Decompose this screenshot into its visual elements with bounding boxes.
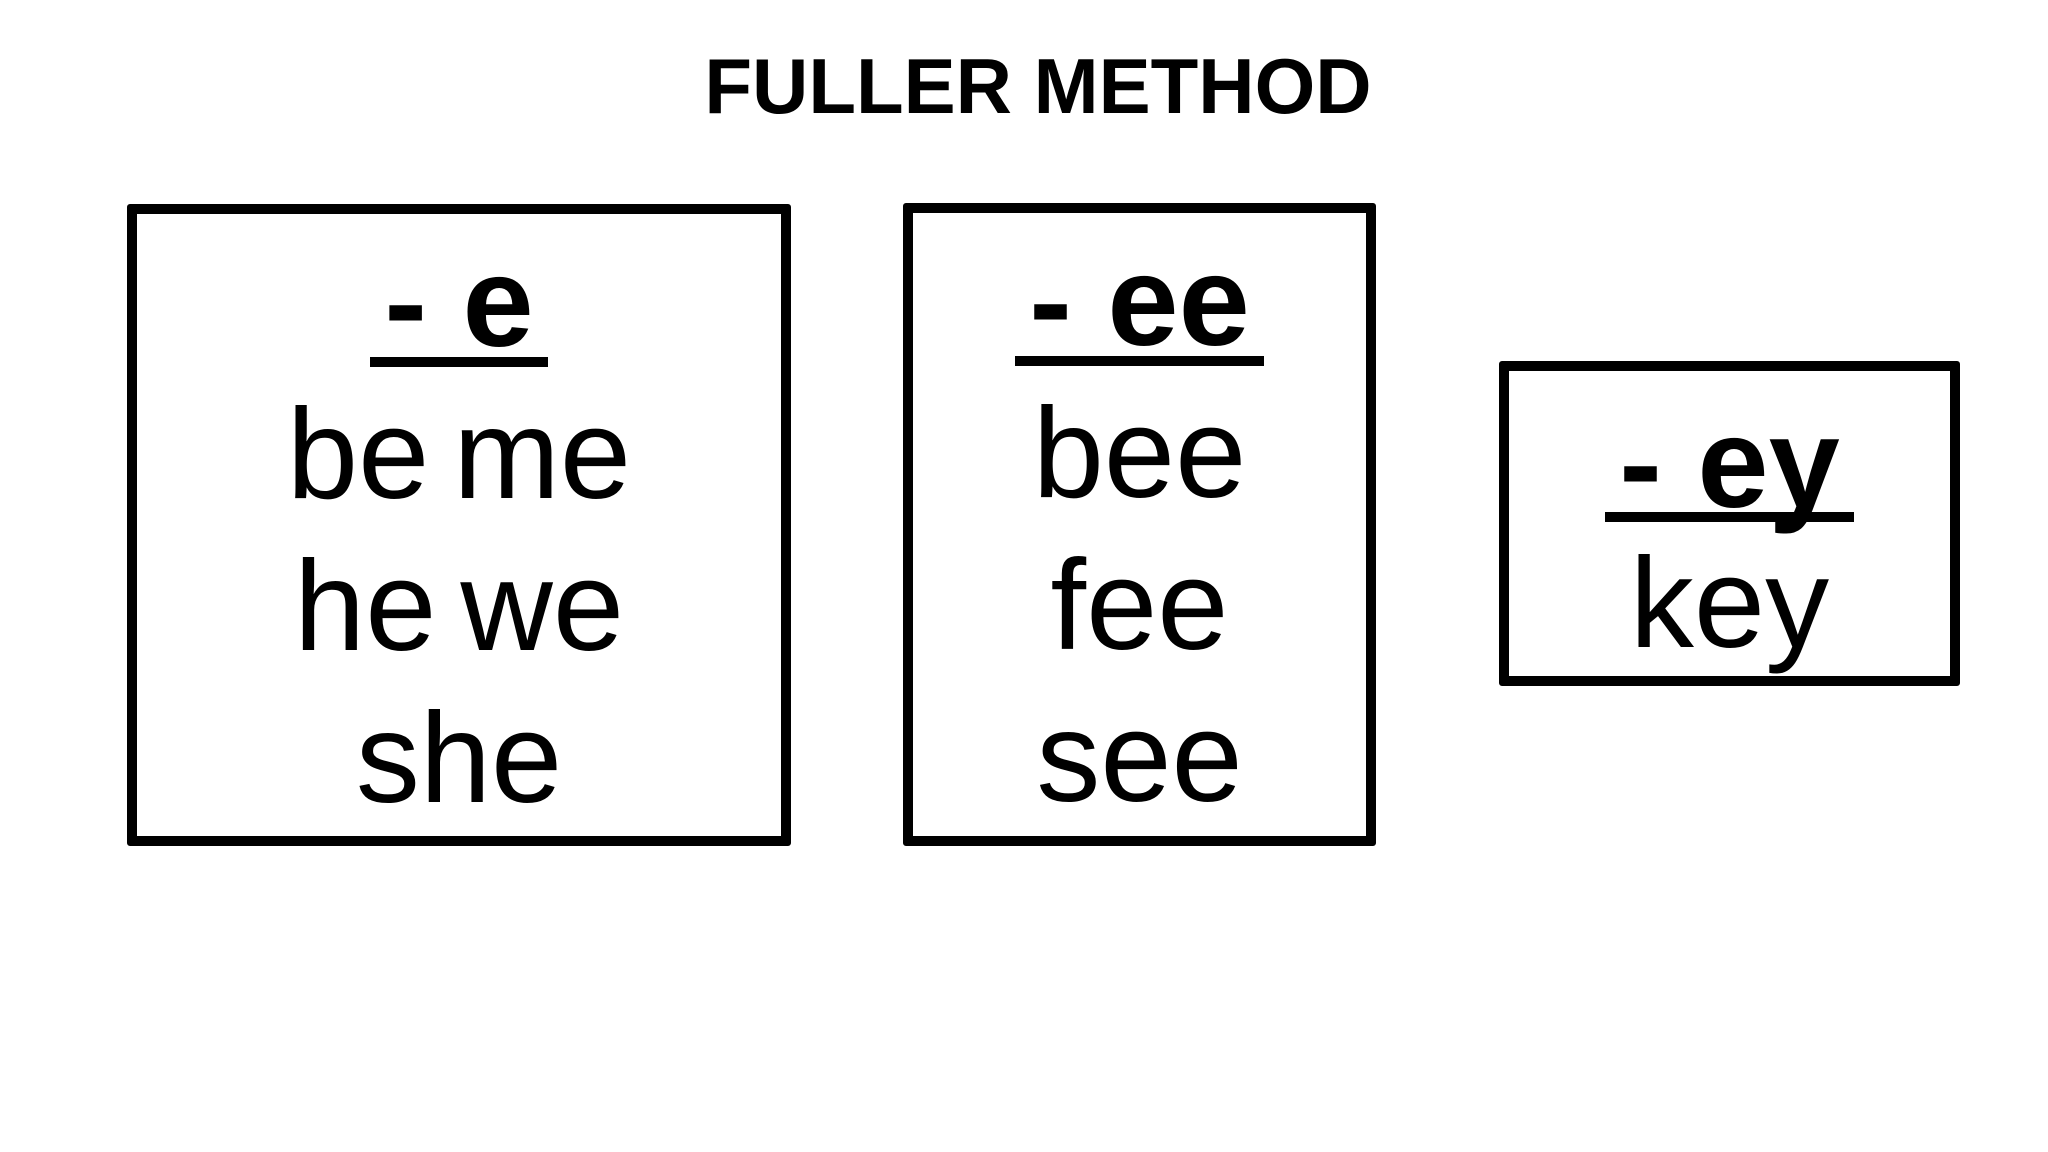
word: bee	[1032, 381, 1247, 525]
word: be	[286, 382, 430, 526]
word: key	[1629, 531, 1830, 675]
card-heading-line: - ee	[913, 225, 1366, 377]
card-heading-line: - e	[137, 226, 781, 378]
word-family-card-e: - e be me he we she	[127, 204, 791, 846]
word: he	[294, 534, 437, 678]
card-heading: - e	[370, 229, 549, 376]
word-line: she	[137, 682, 781, 834]
word: me	[453, 382, 632, 526]
card-heading-line: - ey	[1509, 392, 1950, 535]
word-family-card-ee: - ee bee fee see	[903, 203, 1376, 846]
word-line: be me	[137, 378, 781, 530]
word: see	[1036, 685, 1243, 829]
word-line: see	[913, 681, 1366, 833]
word-line: key	[1509, 532, 1950, 675]
word: fee	[1050, 533, 1229, 677]
slide-title: FULLER METHOD	[704, 42, 1372, 130]
word-line: he we	[137, 530, 781, 682]
word: we	[460, 534, 624, 678]
card-heading: - ee	[1015, 228, 1264, 375]
card-heading: - ey	[1605, 390, 1854, 537]
word-line: bee	[913, 377, 1366, 529]
word-family-card-ey: - ey key	[1499, 361, 1960, 686]
word-line: fee	[913, 529, 1366, 681]
word: she	[355, 686, 563, 830]
